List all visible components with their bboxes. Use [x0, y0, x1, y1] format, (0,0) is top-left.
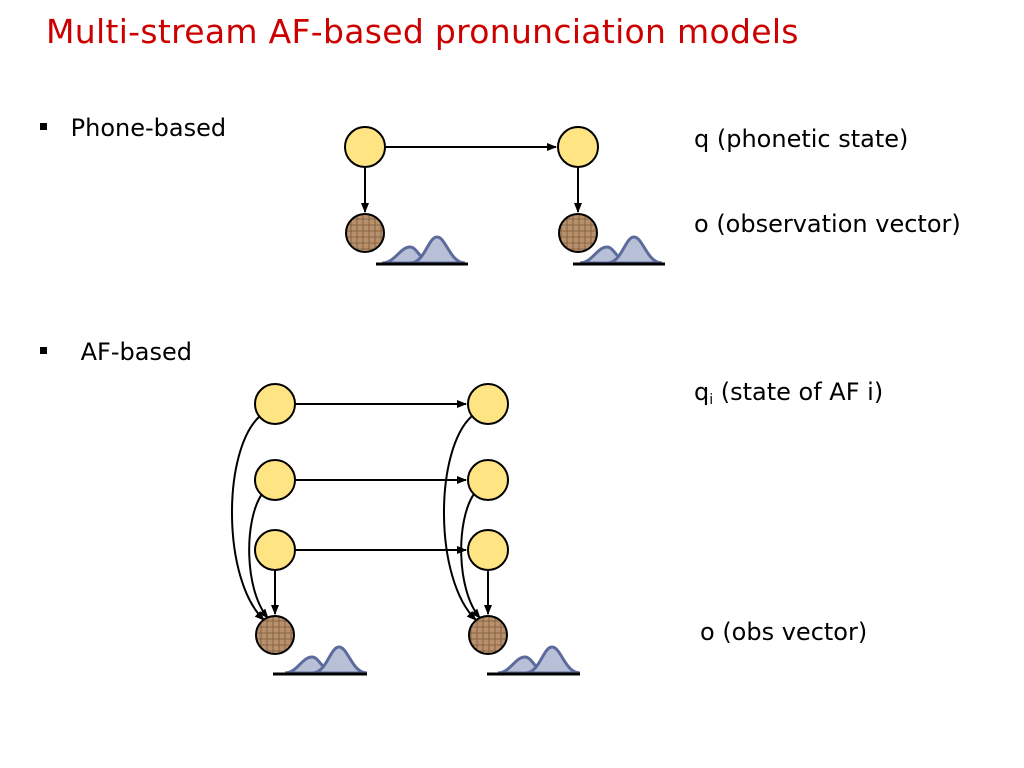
label-observation-vector: o (observation vector): [694, 210, 961, 238]
label-af-state-q: q: [694, 378, 710, 406]
af2-state-node-2: [467, 459, 509, 501]
phone-gaussian-1: [376, 235, 468, 266]
bullet-phone-based: Phone-based: [40, 114, 226, 142]
bullet-marker: [40, 346, 47, 354]
phone-observation-node-2: [558, 213, 598, 253]
phone-state-node-2: [557, 126, 599, 168]
slide-title: Multi-stream AF-based pronunciation mode…: [46, 12, 799, 51]
af-gaussian-2: [487, 645, 581, 676]
edge-af2-emission-right: [460, 493, 481, 619]
bullet-marker: [40, 122, 47, 130]
af3-state-node-1: [254, 529, 296, 571]
af2-state-node-1: [254, 459, 296, 501]
bullet-phone-based-label: Phone-based: [70, 114, 227, 142]
af3-state-node-2: [467, 529, 509, 571]
label-phonetic-state: q (phonetic state): [694, 125, 909, 153]
af-observation-node-1: [255, 615, 295, 655]
phone-state-node-1: [344, 126, 386, 168]
bullet-af-based: AF-based: [40, 338, 192, 366]
edge-af2-emission-left: [248, 493, 269, 619]
label-af-state-subscript: i: [709, 392, 714, 408]
af1-state-node-1: [254, 383, 296, 425]
edge-af1-emission-right: [443, 415, 477, 621]
label-obs-vector: o (obs vector): [700, 618, 868, 646]
phone-observation-node-1: [345, 213, 385, 253]
label-af-state: qi (state of AF i): [694, 378, 883, 408]
af-observation-node-2: [468, 615, 508, 655]
label-af-state-rest: (state of AF i): [713, 378, 884, 406]
bullet-af-based-label: AF-based: [80, 338, 192, 366]
edge-af1-emission-left: [231, 415, 265, 621]
af1-state-node-2: [467, 383, 509, 425]
phone-gaussian-2: [573, 235, 665, 266]
af-gaussian-1: [273, 645, 368, 676]
